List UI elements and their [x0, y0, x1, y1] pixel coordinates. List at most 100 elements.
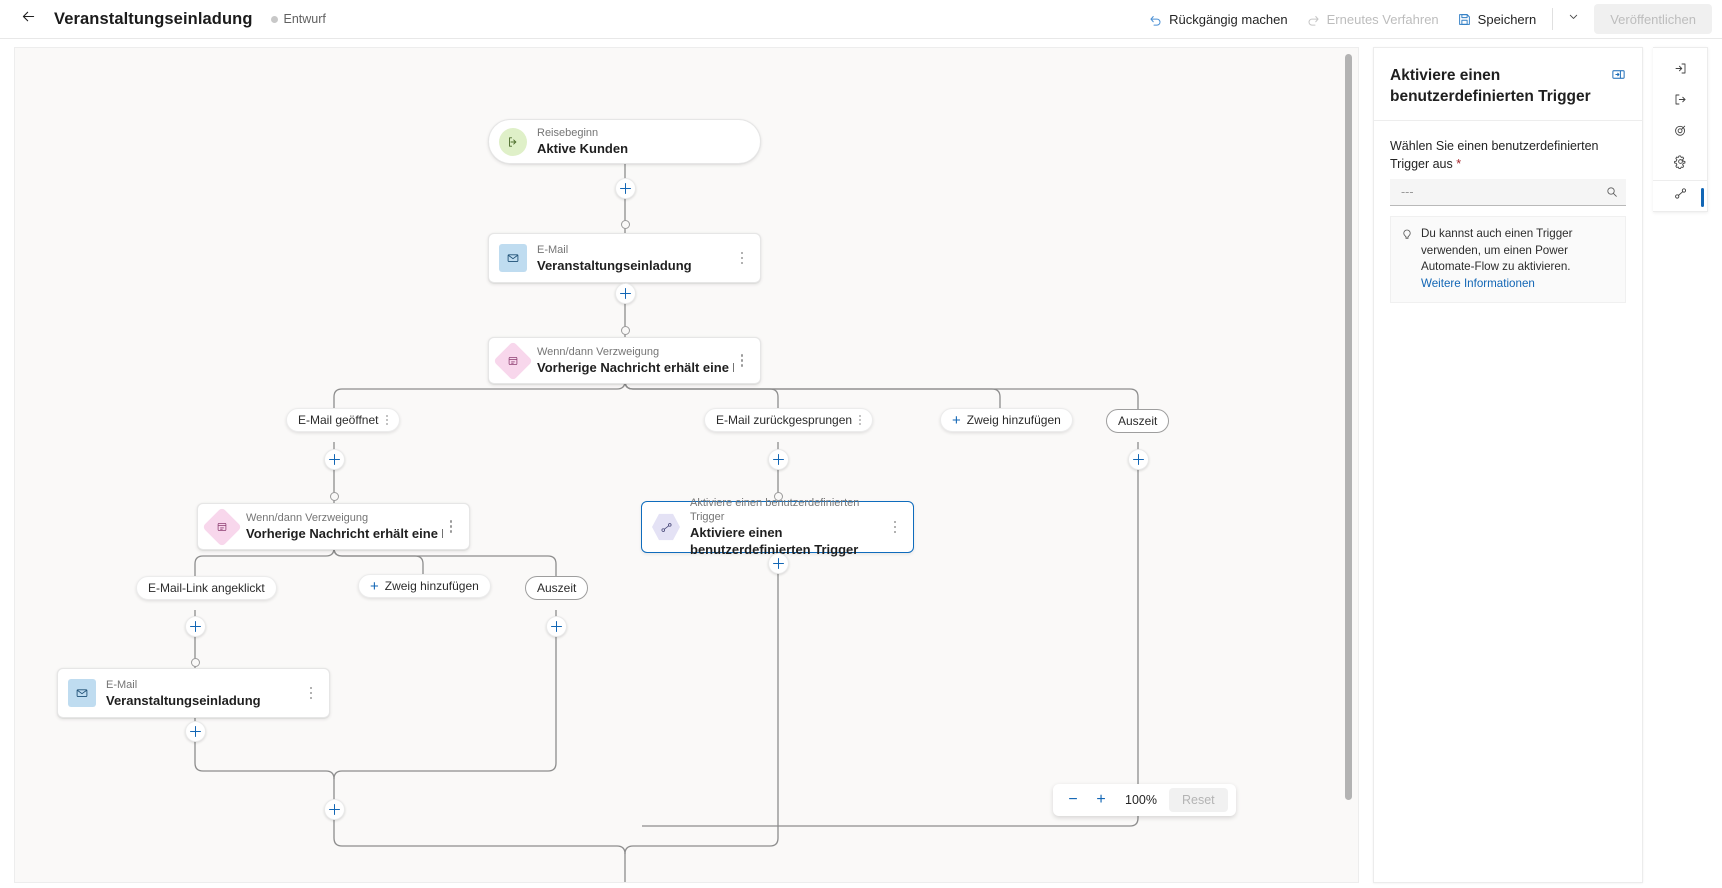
panel-title: Aktiviere einen benutzerdefinierten Trig… [1390, 67, 1591, 105]
flow-node-menu-button[interactable] [303, 683, 319, 704]
flow-node-text: E-Mail Veranstaltungseinladung [106, 671, 303, 716]
zoom-out-button[interactable]: − [1068, 791, 1078, 808]
flow-node-kicker: E-Mail [106, 678, 138, 691]
flow-node-menu-button[interactable] [887, 517, 903, 538]
search-icon[interactable] [1605, 185, 1619, 204]
flow-node-name: Veranstaltungseinladung [537, 257, 692, 273]
target-icon [1673, 123, 1688, 143]
flow-node-email-2[interactable]: E-Mail Veranstaltungseinladung [57, 668, 330, 718]
trigger-combobox[interactable] [1390, 179, 1626, 206]
flow-node-text: E-Mail Veranstaltungseinladung [537, 236, 734, 281]
connector-anchor [621, 220, 630, 229]
flow-node-name: Aktive Kunden [537, 141, 629, 156]
flow-node-branch-2[interactable]: Wenn/dann Verzweigung Vorherige Nachrich… [197, 503, 470, 550]
flow-node-text: Wenn/dann Verzweigung Vorherige Nachrich… [246, 504, 443, 549]
add-branch-label: Zweig hinzufügen [384, 579, 479, 593]
rail-item-triggers[interactable] [1652, 179, 1708, 211]
branch-pill-email-bounced[interactable]: E-Mail zurückgesprungen [704, 408, 874, 432]
add-step-plus[interactable] [768, 449, 789, 470]
add-step-plus[interactable] [615, 283, 636, 304]
flow-node-kicker: Wenn/dann Verzweigung [246, 512, 369, 524]
open-in-pane-icon[interactable] [1611, 67, 1626, 87]
flow-node-menu-button[interactable] [443, 516, 459, 537]
status-badge: Entwurf [270, 12, 326, 26]
command-group: Rückgängig machen Erneutes Verfahren Spe… [1139, 4, 1722, 34]
flow-node-menu-button[interactable] [734, 248, 750, 269]
email-icon [68, 679, 96, 707]
flow-node-kicker: Reisebeginn [537, 127, 599, 139]
add-step-plus[interactable] [546, 616, 567, 637]
add-step-plus[interactable] [324, 799, 345, 820]
flow-node-name: Vorherige Nachricht erhält eine Interak [537, 360, 734, 375]
status-label: Entwurf [283, 12, 326, 26]
flow-node-start[interactable]: Reisebeginn Aktive Kunden [488, 119, 761, 164]
redo-button[interactable]: Erneutes Verfahren [1297, 4, 1448, 34]
flow-node-branch-1[interactable]: Wenn/dann Verzweigung Vorherige Nachrich… [488, 337, 761, 384]
redo-icon [1306, 12, 1321, 27]
flow-node-text: Wenn/dann Verzweigung Vorherige Nachrich… [537, 338, 734, 383]
flow-node-text: Aktiviere einen benutzerdefinierten Trig… [690, 489, 887, 565]
trigger-field-label: Wählen Sie einen benutzerdefinierten Tri… [1390, 137, 1626, 173]
undo-button[interactable]: Rückgängig machen [1139, 4, 1297, 34]
zoom-in-button[interactable]: + [1096, 791, 1106, 808]
gear-icon [1673, 154, 1688, 174]
zoom-level-label: 100% [1125, 793, 1157, 807]
add-step-plus[interactable] [185, 721, 206, 742]
branch-pill-label: Auszeit [537, 581, 577, 595]
flow-node-kicker: E-Mail [537, 243, 569, 256]
tip-body: Du kannst auch einen Trigger verwenden, … [1421, 226, 1615, 292]
chevron-down-icon [1567, 10, 1580, 28]
branch-pill-menu-button[interactable] [385, 414, 388, 426]
flow-node-name: Veranstaltungseinladung [106, 692, 261, 708]
redo-label: Erneutes Verfahren [1326, 11, 1439, 27]
rail-item-goal[interactable] [1653, 118, 1708, 149]
condition-branch-icon [493, 340, 533, 381]
rail-item-exit[interactable] [1653, 87, 1708, 118]
rail-item-settings[interactable] [1653, 149, 1708, 180]
flow-node-kicker: Aktiviere einen benutzerdefinierten Trig… [690, 497, 860, 523]
publish-button[interactable]: Veröffentlichen [1594, 4, 1712, 34]
learn-more-link[interactable]: Weitere Informationen [1421, 276, 1535, 290]
add-step-plus[interactable] [1128, 449, 1149, 470]
add-step-plus[interactable] [185, 616, 206, 637]
flow-node-menu-button[interactable] [734, 350, 750, 371]
lightbulb-icon [1400, 227, 1414, 292]
journey-start-icon [499, 127, 527, 156]
top-command-bar: Veranstaltungseinladung Entwurf Rückgäng… [0, 0, 1722, 39]
add-step-plus[interactable] [324, 449, 345, 470]
journey-canvas[interactable]: Reisebeginn Aktive Kunden E-Mail Veranst… [14, 47, 1359, 883]
add-branch-button-1[interactable]: + Zweig hinzufügen [940, 408, 1073, 432]
sign-in-icon [1673, 61, 1688, 81]
zoom-reset-button[interactable]: Reset [1168, 788, 1228, 812]
flow-node-name: Vorherige Nachricht erhält eine Interak [246, 526, 443, 541]
tip-text: Du kannst auch einen Trigger verwenden, … [1421, 227, 1573, 273]
add-step-plus[interactable] [615, 178, 636, 199]
required-asterisk: * [1456, 157, 1462, 171]
branch-pill-timeout-1[interactable]: Auszeit [1106, 409, 1170, 433]
branch-pill-label: E-Mail-Link angeklickt [148, 581, 265, 595]
panel-header: Aktiviere einen benutzerdefinierten Trig… [1374, 48, 1642, 121]
connector-anchor [621, 326, 630, 335]
save-button[interactable]: Speichern [1448, 4, 1546, 34]
rail-item-entry[interactable] [1653, 56, 1708, 87]
command-divider [1552, 8, 1554, 30]
custom-trigger-icon [652, 513, 680, 541]
arrow-left-icon [20, 8, 37, 30]
branch-pill-link-clicked[interactable]: E-Mail-Link angeklickt [136, 576, 277, 600]
flow-node-email-1[interactable]: E-Mail Veranstaltungseinladung [488, 233, 761, 283]
flow-node-custom-trigger[interactable]: Aktiviere einen benutzerdefinierten Trig… [641, 497, 914, 557]
connector-anchor [191, 658, 200, 667]
canvas-vertical-scrollbar[interactable] [1345, 54, 1352, 800]
branch-pill-timeout-2[interactable]: Auszeit [525, 576, 589, 600]
sign-out-icon [1673, 92, 1688, 112]
properties-panel: Aktiviere einen benutzerdefinierten Trig… [1373, 47, 1643, 883]
trigger-search-input[interactable] [1399, 184, 1600, 200]
add-step-plus[interactable] [768, 553, 789, 574]
right-icon-rail [1652, 47, 1708, 212]
branch-pill-email-opened[interactable]: E-Mail geöffnet [286, 408, 400, 432]
save-options-caret[interactable] [1560, 4, 1586, 34]
add-branch-button-2[interactable]: + Zweig hinzufügen [358, 574, 491, 598]
connector-anchor [774, 492, 783, 501]
branch-pill-menu-button[interactable] [859, 414, 862, 426]
back-button[interactable] [12, 3, 44, 35]
